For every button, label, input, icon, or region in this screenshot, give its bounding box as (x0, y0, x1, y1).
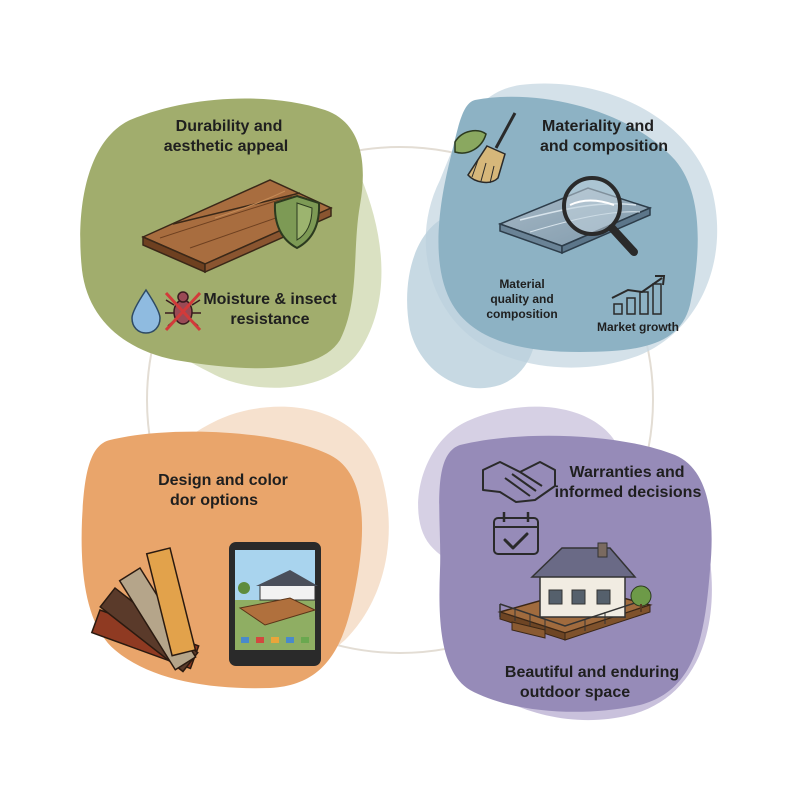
title-line-1: Design and color (158, 472, 288, 489)
subtitle-line-2: outdoor space (520, 684, 630, 701)
shield-icon (273, 194, 321, 250)
broom-icon (467, 112, 517, 184)
leaf-icon (454, 129, 487, 154)
quadrant-design: Design and color dor options (81, 406, 389, 689)
sub-left-line-1: Material (499, 277, 544, 291)
handshake-icon (482, 461, 556, 503)
quadrant-materiality: Materiality and and composition Material… (407, 83, 718, 389)
title-line-2: informed decisions (555, 484, 702, 501)
title-line-1: Durability and (176, 118, 283, 135)
water-drop-icon (131, 288, 161, 334)
subtitle-line-1: Beautiful and enduring (505, 664, 679, 681)
title-line-1: Warranties and (570, 464, 685, 481)
color-swatches-illustration (90, 547, 200, 673)
title-line-2: dor options (170, 492, 258, 509)
title-line-2: and composition (540, 138, 668, 155)
subtitle-line-1: Moisture & insect (203, 291, 337, 308)
quadrant-durability: Durability and aesthetic appeal (80, 98, 382, 388)
calendar-check-icon (493, 512, 539, 555)
magnifier-icon (562, 176, 638, 256)
sub-right-label: Market growth (597, 320, 679, 334)
subtitle-line-2: resistance (230, 311, 309, 328)
quadrant-warranties: Warranties and informed decisions (418, 406, 712, 721)
tablet-illustration (229, 542, 321, 666)
house-deck-illustration (497, 542, 653, 641)
no-insect-icon (164, 291, 202, 332)
title-line-1: Materiality and (542, 118, 654, 135)
sub-left-line-3: composition (486, 307, 557, 321)
growth-chart-icon (611, 275, 666, 315)
connector-ring (146, 146, 654, 654)
sub-left-line-2: quality and (490, 292, 553, 306)
title-line-2: aesthetic appeal (164, 138, 289, 155)
